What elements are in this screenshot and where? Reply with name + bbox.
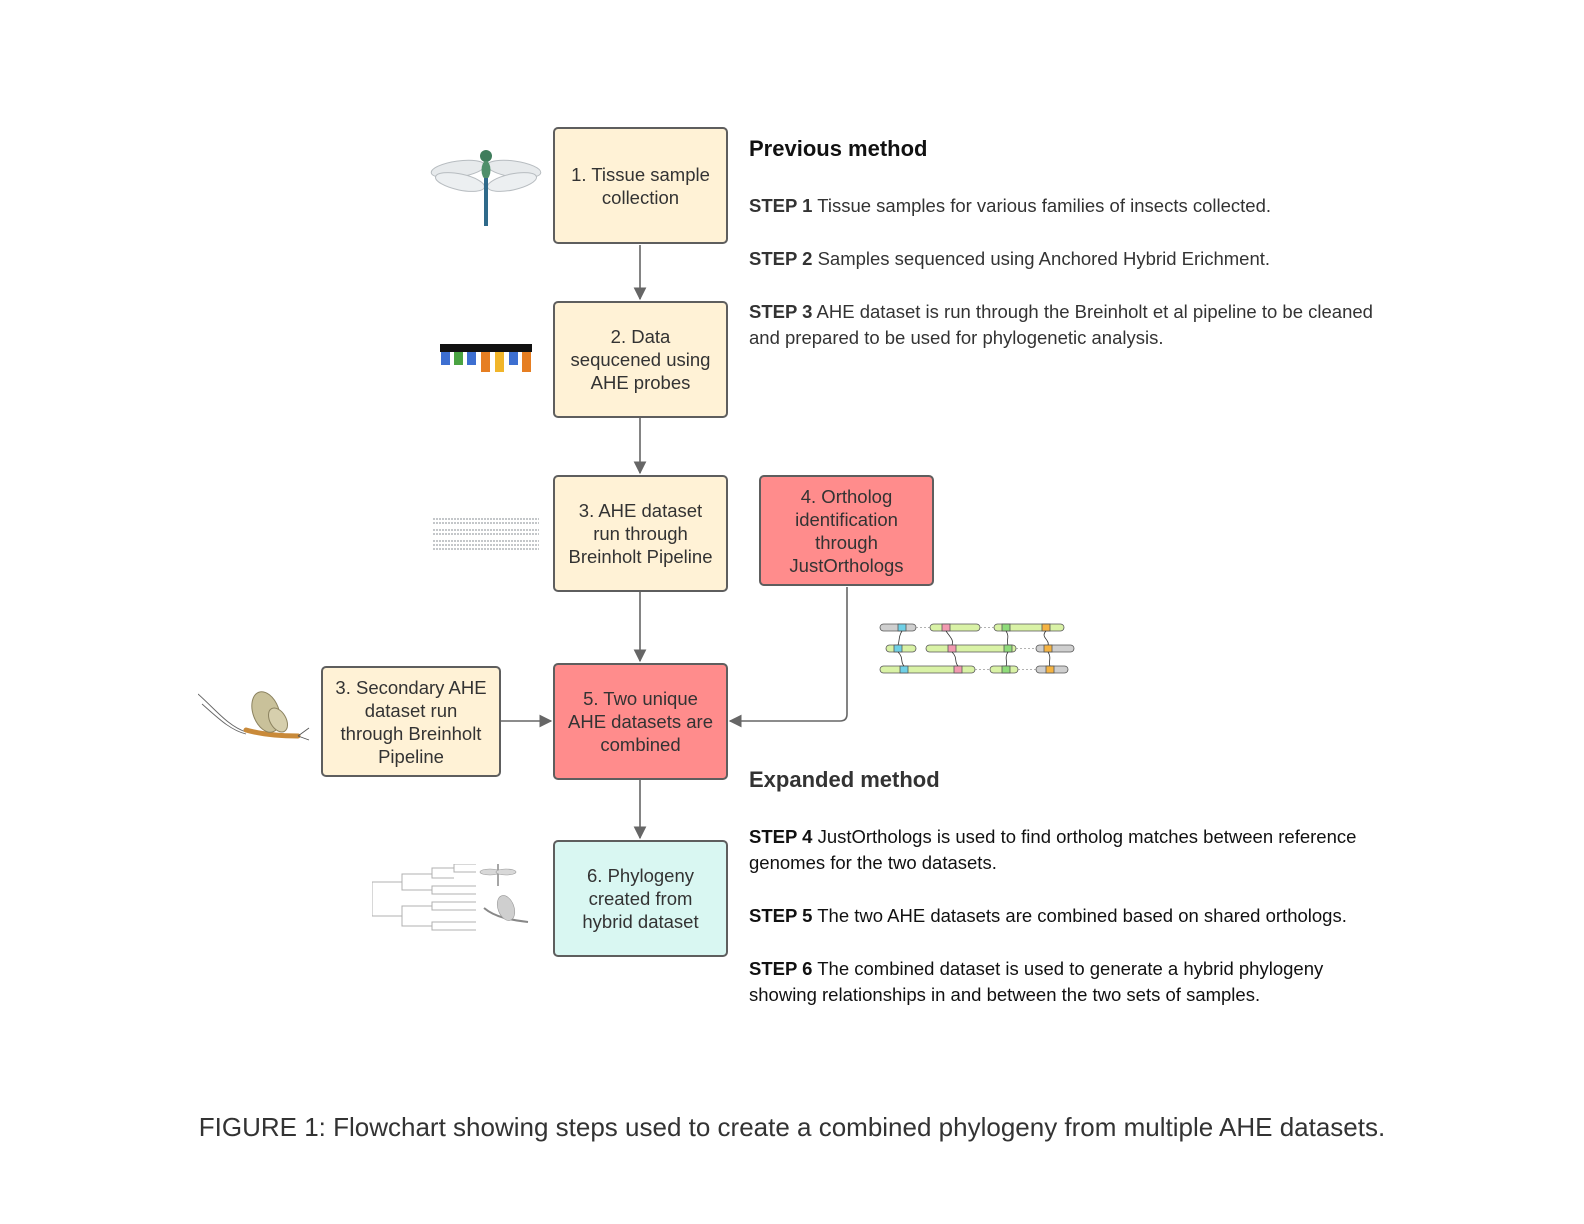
step-label: STEP 1 [749,195,813,216]
node-label: 1. Tissue sample collection [571,163,710,208]
mayfly-illustration [198,691,310,741]
step-label: STEP 3 [749,301,813,322]
expanded-method-heading: Expanded method [749,767,940,792]
node-phylogeny-created: 6. Phylogeny created from hybrid dataset [553,840,728,957]
previous-step-1: STEP 1 Tissue samples for various famili… [749,193,1389,219]
node-label: 2. Data sequcened using AHE probes [570,326,711,393]
step-text: The two AHE datasets are combined based … [817,905,1347,926]
step-text: Tissue samples for various families of i… [817,195,1271,216]
previous-step-2: STEP 2 Samples sequenced using Anchored … [749,246,1389,272]
dragonfly-illustration [430,150,542,226]
step-label: STEP 6 [749,958,813,979]
phylogeny-tree-thumbnail [372,864,529,931]
step-text: The combined dataset is used to generate… [749,958,1324,1005]
node-tissue-sample-collection: 1. Tissue sample collection [553,127,728,244]
expanded-step-6: STEP 6 The combined dataset is used to g… [749,956,1379,1008]
node-data-sequenced: 2. Data sequcened using AHE probes [553,301,728,418]
step-text: Samples sequenced using Anchored Hybrid … [817,248,1271,269]
node-datasets-combined: 5. Two unique AHE datasets are combined [553,663,728,780]
expanded-step-5: STEP 5 The two AHE datasets are combined… [749,903,1399,929]
sequence-alignment-thumbnail [433,518,539,550]
step-label: STEP 5 [749,905,813,926]
node-label: 4. Ortholog identification through JustO… [789,485,904,576]
step-text: JustOrthologs is used to find ortholog m… [749,826,1357,873]
previous-method-heading: Previous method [749,136,928,161]
node-ahe-breinholt-pipeline: 3. AHE dataset run through Breinholt Pip… [553,475,728,592]
sequencing-probe-bars-icon [440,344,532,372]
node-label: 3. Secondary AHE dataset run through Bre… [335,676,487,767]
node-label: 3. AHE dataset run through Breinholt Pip… [568,500,713,567]
node-secondary-ahe-dataset: 3. Secondary AHE dataset run through Bre… [321,666,501,777]
step-label: STEP 2 [749,248,813,269]
node-ortholog-identification: 4. Ortholog identification through JustO… [759,475,934,586]
figure-caption: FIGURE 1: Flowchart showing steps used t… [198,1112,1386,1142]
previous-step-3: STEP 3 AHE dataset is run through the Br… [749,299,1389,351]
expanded-step-4: STEP 4 JustOrthologs is used to find ort… [749,824,1399,876]
step-text: AHE dataset is run through the Breinholt… [749,301,1373,348]
step-label: STEP 4 [749,826,813,847]
arrow-4-to-5 [728,587,848,728]
ortholog-chromosome-map [879,623,1075,674]
node-label: 6. Phylogeny created from hybrid dataset [582,865,699,932]
node-label: 5. Two unique AHE datasets are combined [568,688,713,755]
